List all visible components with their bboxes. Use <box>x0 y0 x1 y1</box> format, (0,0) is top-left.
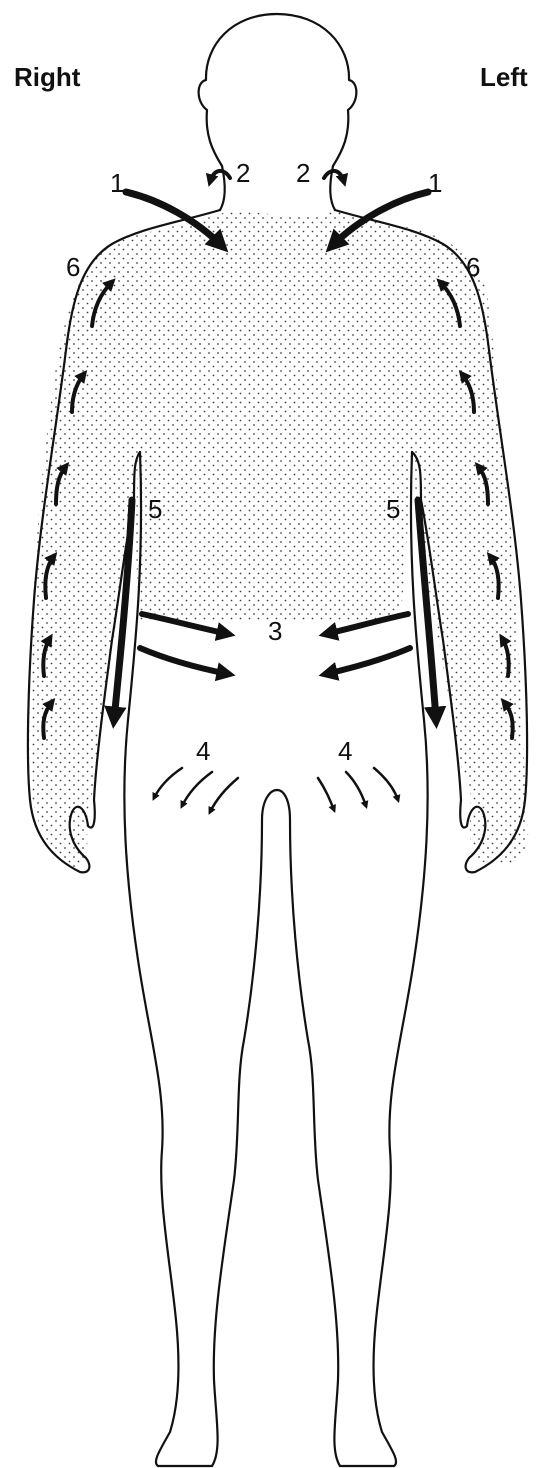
arrow-2-right <box>210 171 230 182</box>
arrow-2-left <box>324 171 344 182</box>
arrow-3-right-lower <box>140 648 228 674</box>
right-side-label: Right <box>14 62 81 92</box>
arrow-3-left-lower <box>326 648 410 674</box>
head-outline <box>199 14 357 166</box>
marker-6-left: 6 <box>466 252 480 282</box>
marker-3: 3 <box>268 616 282 646</box>
marker-5-left: 5 <box>386 494 400 524</box>
marker-1-left: 1 <box>428 168 442 198</box>
marker-4-left: 4 <box>338 736 352 766</box>
arrow-4-right-b <box>182 772 212 806</box>
marker-2-right: 2 <box>236 158 250 188</box>
arrow-4-left-c <box>374 768 398 800</box>
marker-2-left: 2 <box>296 158 310 188</box>
marker-6-right: 6 <box>66 252 80 282</box>
arrow-4-right-a <box>154 768 182 798</box>
marker-5-right: 5 <box>148 494 162 524</box>
arrow-4-right-c <box>210 778 238 812</box>
marker-4-right: 4 <box>196 736 210 766</box>
arrows-group-2 <box>210 171 344 182</box>
marker-1-right: 1 <box>110 168 124 198</box>
shaded-region <box>30 210 528 870</box>
arrow-4-left-b <box>346 772 366 806</box>
arrow-4-left-a <box>318 778 334 810</box>
left-side-label: Left <box>480 62 528 92</box>
